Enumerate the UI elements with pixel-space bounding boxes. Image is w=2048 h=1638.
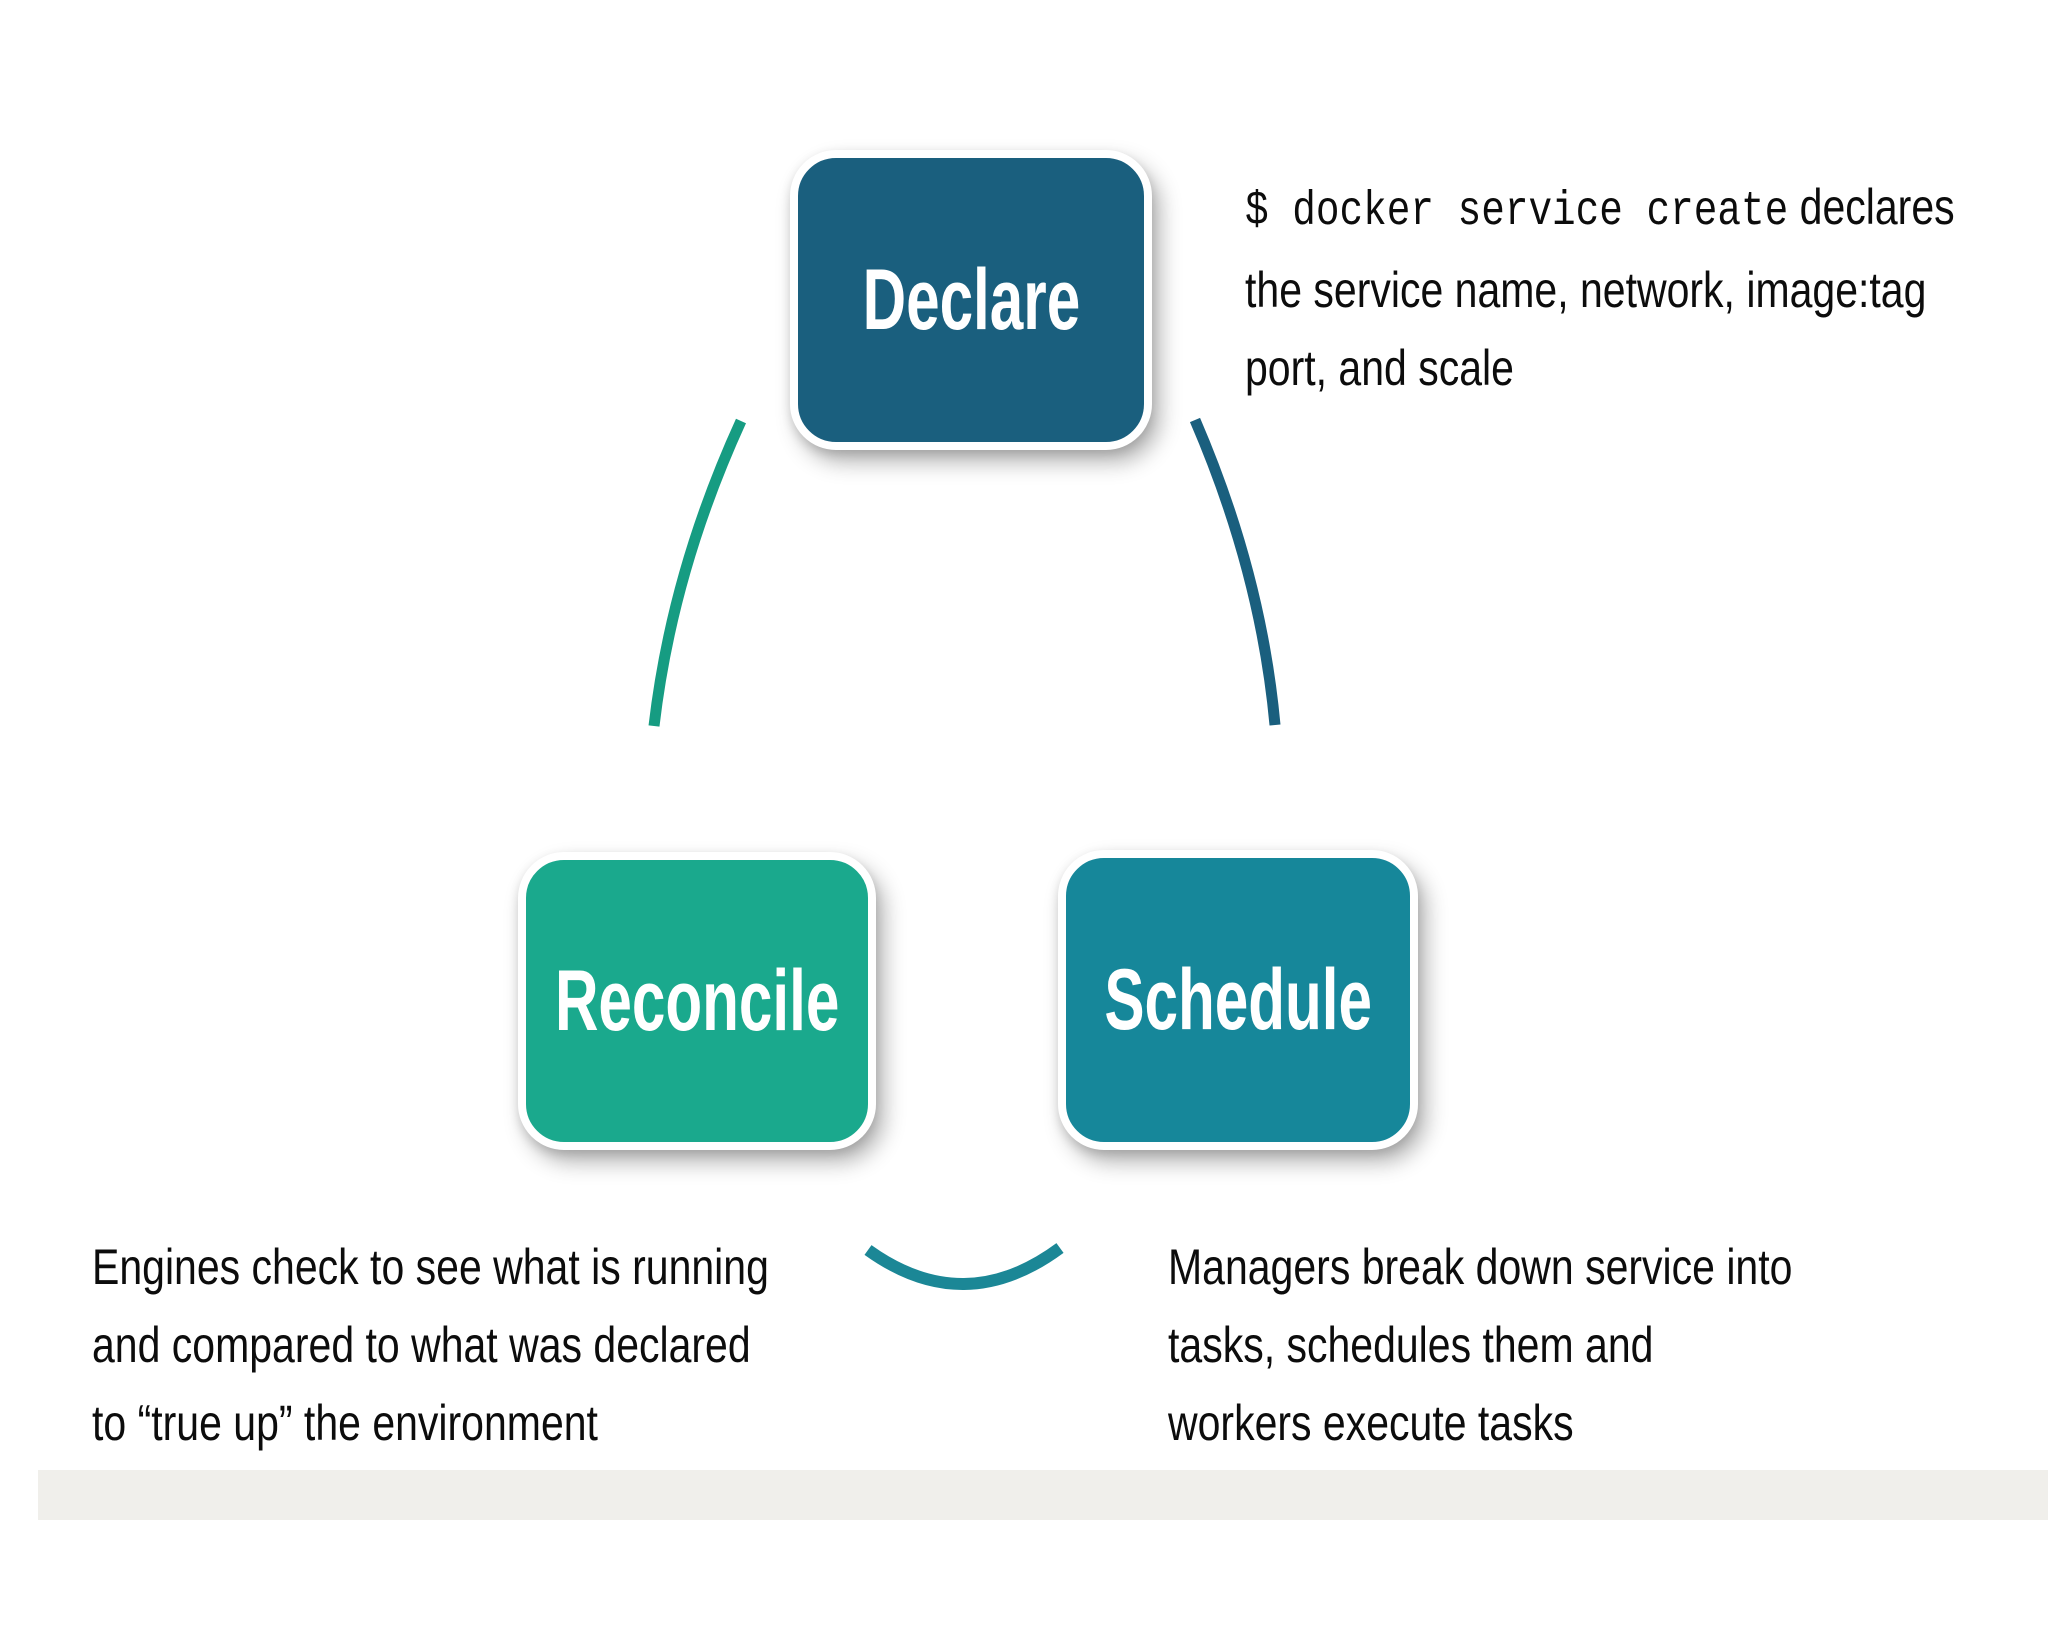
caption-declare-line-3: port, and scale — [1245, 340, 1514, 396]
caption-schedule-line-3: workers execute tasks — [1168, 1395, 1574, 1451]
caption-reconcile-line-1: Engines check to see what is running — [92, 1239, 769, 1295]
arc-reconcile-to-declare — [648, 418, 747, 727]
caption-reconcile: Engines check to see what is running and… — [92, 1228, 769, 1462]
caption-declare: $ docker service create declares the ser… — [1245, 168, 1955, 407]
docker-command-suffix: declares — [1788, 179, 1955, 235]
caption-schedule-line-2: tasks, schedules them and — [1168, 1317, 1654, 1373]
caption-schedule: Managers break down service into tasks, … — [1168, 1228, 1792, 1462]
footer-strip — [38, 1470, 2048, 1520]
caption-reconcile-line-3: to “true up” the environment — [92, 1395, 598, 1451]
caption-declare-line-2: the service name, network, image:tag — [1245, 262, 1927, 318]
arc-schedule-to-reconcile — [864, 1243, 1064, 1290]
node-schedule-label: Schedule — [1104, 951, 1372, 1048]
node-reconcile: Reconcile — [518, 852, 876, 1150]
node-declare: Declare — [790, 150, 1152, 450]
node-declare-label: Declare — [862, 251, 1080, 348]
node-schedule: Schedule — [1058, 850, 1418, 1150]
caption-reconcile-line-2: and compared to what was declared — [92, 1317, 751, 1373]
caption-schedule-line-1: Managers break down service into — [1168, 1239, 1793, 1295]
docker-command-text: $ docker service create — [1245, 185, 1789, 239]
caption-declare-line-command: $ docker service create declares — [1245, 168, 1955, 251]
node-reconcile-label: Reconcile — [554, 952, 840, 1049]
arc-declare-to-schedule — [1189, 417, 1281, 726]
